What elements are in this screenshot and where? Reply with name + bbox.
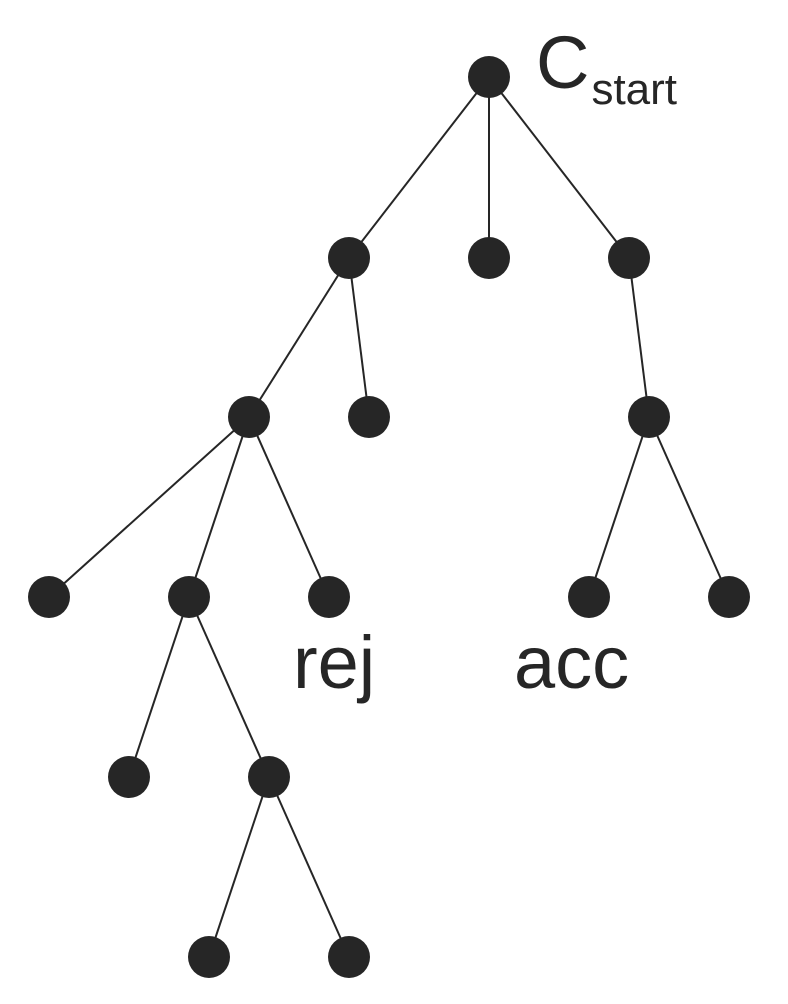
edge-l2-right-to-l3-e — [648, 416, 730, 598]
edge-root-to-l1-right — [488, 76, 630, 259]
edge-l4-b-to-l5-a — [208, 776, 270, 958]
node-l1-middle — [468, 237, 510, 279]
node-l5-b — [328, 936, 370, 978]
edge-l4-b-to-l5-b — [268, 776, 350, 958]
node-l3-a — [28, 576, 70, 618]
node-l1-right — [608, 237, 650, 279]
node-l1-left — [328, 237, 370, 279]
node-l3-rej — [308, 576, 350, 618]
node-root — [468, 56, 510, 98]
node-l2-right — [628, 396, 670, 438]
node-l4-a — [108, 756, 150, 798]
edge-l2-left-to-l3-b — [188, 416, 250, 598]
edge-l2-left-to-l3-a — [48, 416, 250, 598]
node-l4-b — [248, 756, 290, 798]
edge-root-to-l1-left — [348, 76, 490, 259]
edge-l1-left-to-l2-left — [248, 257, 350, 418]
accept-label: acc — [514, 621, 629, 704]
node-l5-a — [188, 936, 230, 978]
node-l3-acc — [568, 576, 610, 618]
edge-l3-b-to-l4-a — [128, 596, 190, 778]
edge-l1-right-to-l2-right — [628, 257, 650, 418]
tree-nodes — [28, 56, 750, 978]
reject-label: rej — [293, 621, 375, 704]
edge-l1-left-to-l2-middle — [348, 257, 370, 418]
node-l3-b — [168, 576, 210, 618]
node-l2-middle — [348, 396, 390, 438]
tree-edges — [48, 76, 730, 958]
edge-l2-right-to-l3-acc — [588, 416, 650, 598]
node-l2-left — [228, 396, 270, 438]
node-l3-e — [708, 576, 750, 618]
edge-l2-left-to-l3-rej — [248, 416, 330, 598]
edge-l3-b-to-l4-b — [188, 596, 270, 778]
root-label: Cstart — [536, 21, 677, 114]
root-label-base: C — [536, 21, 589, 104]
root-label-subscript: start — [591, 65, 677, 114]
